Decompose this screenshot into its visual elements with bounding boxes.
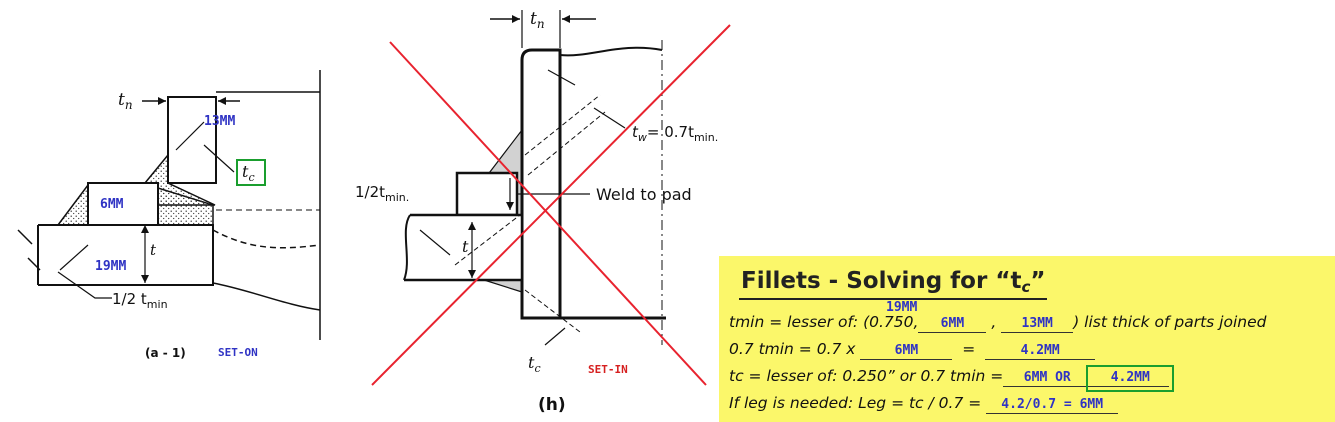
fillet-weld-shell-left bbox=[56, 182, 89, 226]
t-label-h: t bbox=[462, 237, 469, 256]
nozzle-wall bbox=[167, 96, 217, 184]
note-row-tc: tc = lesser of: 0.250” or 0.7 tmin =6MM … bbox=[729, 365, 1175, 392]
pad-thickness-label: 6MM bbox=[100, 197, 124, 212]
figure-a1-set-on: tn 13MM tc 6MM t 19MM 1/2 tmin (a - 1) S… bbox=[17, 70, 321, 360]
above-fill-label: 19MM bbox=[886, 300, 918, 315]
shell-thickness-label: 19MM bbox=[95, 259, 126, 274]
cross-out-line-2 bbox=[371, 24, 731, 386]
note-row-leg: If leg is needed: Leg = tc / 0.7 = 4.2/0… bbox=[729, 394, 1119, 414]
set-on-tag: SET-ON bbox=[218, 346, 258, 359]
cross-out-line-1 bbox=[389, 41, 707, 386]
tw-label: tw= 0.7tmin. bbox=[632, 123, 718, 144]
tn-label-h: tn bbox=[530, 9, 545, 31]
set-in-tag: SET-IN bbox=[588, 363, 628, 376]
tc-highlight-box-a bbox=[236, 159, 266, 186]
figure-h-set-in: tn tw= 0.7tmin. 1/2tmin. Weld to pad t t… bbox=[355, 9, 731, 415]
t-label-a: t bbox=[150, 241, 157, 259]
caption-h: (h) bbox=[538, 395, 566, 415]
weld-to-pad-label: Weld to pad bbox=[596, 185, 692, 204]
tc-result-highlight: 4.2MM bbox=[1086, 365, 1175, 392]
half-tmin-label-a: 1/2 tmin bbox=[112, 290, 168, 311]
tn-label-a: tn bbox=[118, 90, 133, 112]
tc-label-a: tc bbox=[242, 162, 255, 184]
half-tmin-label-h: 1/2tmin. bbox=[355, 183, 409, 204]
caption-a1: (a - 1) bbox=[145, 346, 186, 360]
fillet-calc-note: Fillets - Solving for “tc” 19MM tmin = l… bbox=[719, 256, 1335, 422]
pad-h bbox=[455, 171, 519, 217]
tc-label-h: tc bbox=[528, 353, 541, 375]
nozzle-wall-h bbox=[520, 48, 562, 320]
note-row-07tmin: 0.7 tmin = 0.7 x 6MM = 4.2MM bbox=[729, 340, 1096, 360]
nozzle-thickness-label: 13MM bbox=[204, 114, 235, 129]
title-underline bbox=[739, 298, 1047, 300]
reinforcing-pad bbox=[87, 182, 159, 226]
note-row-tmin: tmin = lesser of: (0.750,6MM , 13MM) lis… bbox=[729, 313, 1267, 333]
shell-plate bbox=[38, 224, 214, 286]
hatch-lines bbox=[454, 94, 606, 333]
note-title: Fillets - Solving for “tc” bbox=[741, 268, 1046, 296]
